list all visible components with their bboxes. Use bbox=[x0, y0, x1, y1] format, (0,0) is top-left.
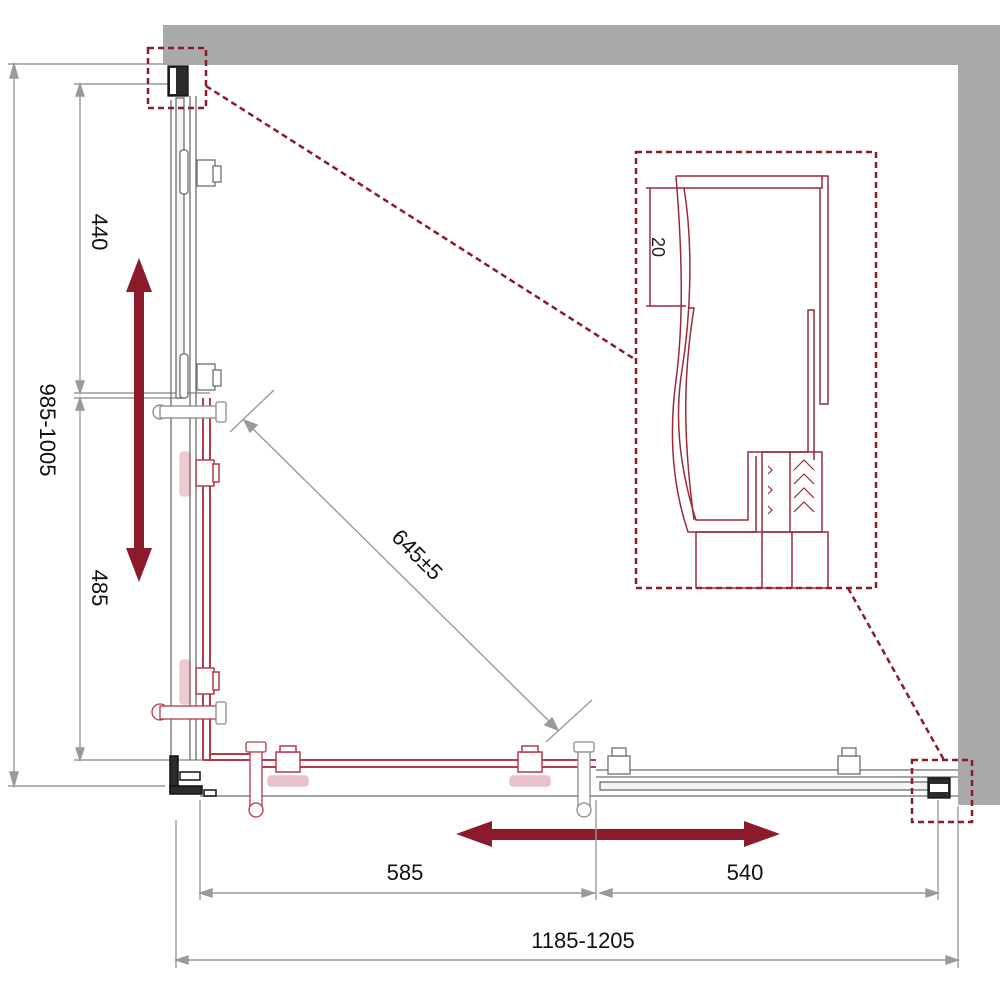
bottom-panel-brackets bbox=[607, 747, 861, 775]
corner-profile bbox=[169, 755, 217, 797]
diagonal-entry-dimension bbox=[229, 389, 593, 743]
detail-callouts bbox=[146, 46, 974, 824]
overall-width-label: 1185-1205 bbox=[531, 928, 635, 953]
lower-segment-label: 485 bbox=[87, 570, 112, 607]
left-door-rollers bbox=[179, 451, 220, 705]
bottom-left-segment-label: 585 bbox=[387, 860, 424, 885]
bottom-right-segment-label: 540 bbox=[727, 860, 764, 885]
vertical-slide-arrow bbox=[126, 258, 152, 582]
bottom-sliding-door bbox=[258, 759, 596, 768]
bottom-fixed-panel bbox=[200, 769, 958, 799]
overall-height-label: 985-1005 bbox=[35, 384, 60, 477]
horizontal-slide-arrow bbox=[456, 821, 780, 847]
callout-box-bottom-right bbox=[910, 758, 974, 824]
profile-detail-label: 20 bbox=[648, 237, 668, 257]
overall-height-dimension bbox=[8, 61, 165, 789]
wall-top bbox=[163, 25, 1000, 65]
diagonal-entry-label: 645±5 bbox=[387, 524, 448, 585]
upper-segment-label: 440 bbox=[87, 214, 112, 251]
left-panel-brackets bbox=[179, 149, 222, 399]
bottom-door-handles bbox=[245, 741, 595, 818]
callout-box-top-left bbox=[146, 46, 208, 110]
profile-detail-view bbox=[646, 175, 829, 589]
left-door-handles bbox=[151, 401, 227, 725]
bottom-door-rollers bbox=[267, 745, 551, 787]
wall-right bbox=[958, 25, 1000, 805]
wall-corner bbox=[163, 25, 1000, 805]
left-fixed-panel bbox=[167, 65, 197, 770]
bottom-width-dimensions bbox=[173, 800, 961, 968]
seal-strip-detail bbox=[767, 459, 815, 515]
left-sliding-door bbox=[202, 398, 258, 761]
